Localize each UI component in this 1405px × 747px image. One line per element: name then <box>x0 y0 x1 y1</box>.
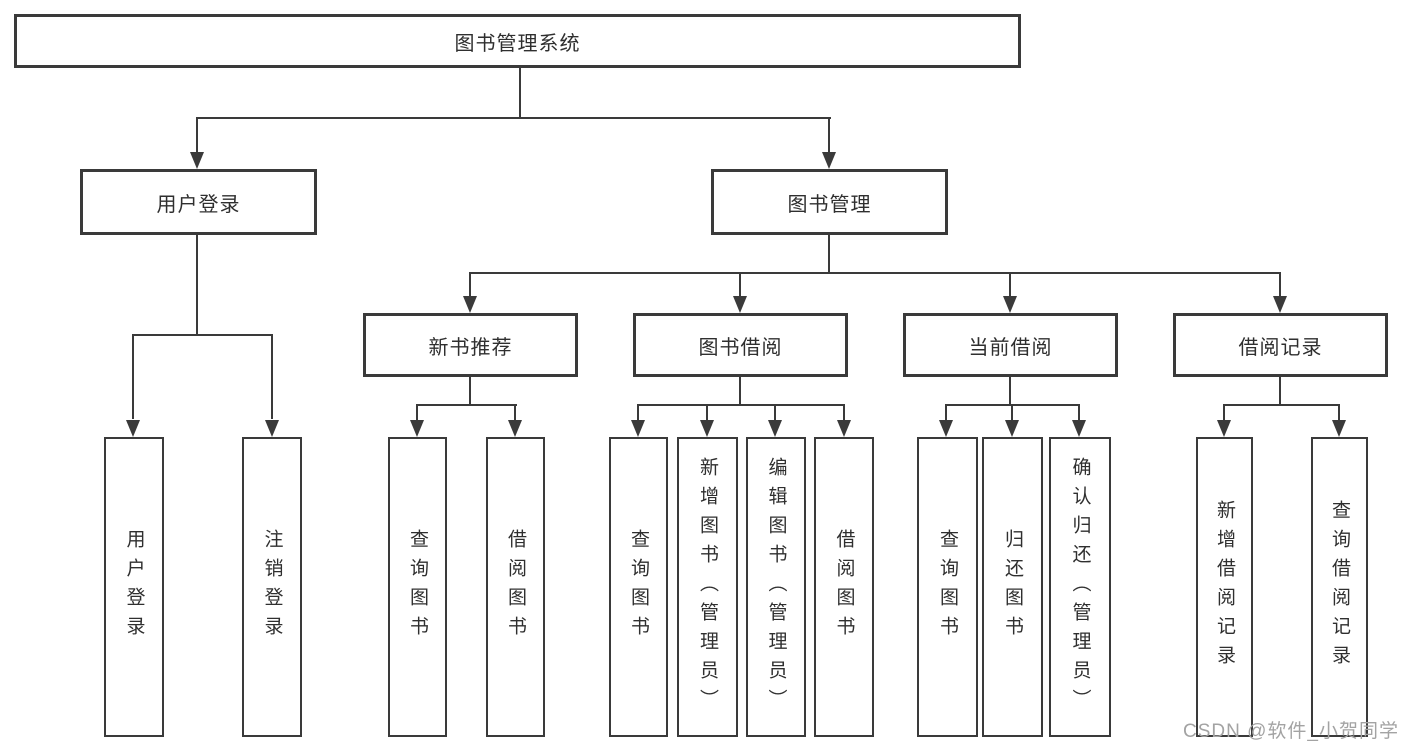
leaf-label: 确认归还（管理员） <box>1069 456 1091 718</box>
leaf-label: 查询图书 <box>628 529 649 645</box>
arrowhead-down-icon <box>939 420 953 437</box>
edge-records-drop-2 <box>1338 405 1340 421</box>
edge-bookmgmt-stem <box>828 235 830 273</box>
leaf-user-login: 用户登录 <box>104 437 164 737</box>
leaf-label: 注销登录 <box>261 529 283 645</box>
leaf-label: 借阅图书 <box>833 529 855 645</box>
leaf-confirm-return-admin: 确认归还（管理员） <box>1049 437 1111 737</box>
csdn-watermark: CSDN @软件_小贺同学 <box>1183 721 1399 742</box>
arrowhead-down-icon <box>1005 420 1019 437</box>
edge-userlogin-drop-1 <box>132 335 134 419</box>
node-label: 借阅记录 <box>1238 336 1323 359</box>
node-label: 新书推荐 <box>428 336 513 359</box>
edge-bookmgmt-drop-4 <box>1279 273 1281 297</box>
leaf-label: 编辑图书（管理员） <box>765 456 787 718</box>
node-label: 图书管理 <box>787 193 872 216</box>
node-current-borrowing: 当前借阅 <box>903 313 1118 377</box>
node-book-borrowing: 图书借阅 <box>633 313 848 377</box>
node-label: 图书管理系统 <box>454 32 581 55</box>
leaf-label: 归还图书 <box>1002 529 1023 645</box>
arrowhead-down-icon <box>768 420 782 437</box>
arrowhead-down-icon <box>463 296 477 313</box>
leaf-add-books-admin: 新增图书（管理员） <box>677 437 738 737</box>
node-user-login: 用户登录 <box>80 169 317 235</box>
edge-newbooks-split <box>416 404 517 406</box>
leaf-query-books: 查询图书 <box>917 437 978 737</box>
leaf-query-borrow-record: 查询借阅记录 <box>1311 437 1368 737</box>
edge-current-drop-1 <box>945 405 947 421</box>
edge-newbooks-stem <box>469 377 471 405</box>
arrowhead-down-icon <box>631 420 645 437</box>
edge-root-split <box>196 117 831 119</box>
node-new-book-recommend: 新书推荐 <box>363 313 578 377</box>
arrowhead-down-icon <box>733 296 747 313</box>
arrowhead-down-icon <box>265 420 279 437</box>
edge-borrowing-drop-4 <box>843 405 845 421</box>
node-label: 用户登录 <box>156 193 241 216</box>
arrowhead-down-icon <box>1217 420 1231 437</box>
edge-bookmgmt-drop-2 <box>739 273 741 297</box>
edge-newbooks-drop-1 <box>416 405 418 421</box>
edge-current-drop-2 <box>1011 405 1013 421</box>
edge-newbooks-drop-2 <box>514 405 516 421</box>
edge-current-drop-3 <box>1078 405 1080 421</box>
leaf-edit-books-admin: 编辑图书（管理员） <box>746 437 806 737</box>
node-label: 图书借阅 <box>698 336 783 359</box>
edge-bookmgmt-drop-1 <box>469 273 471 297</box>
node-label: 当前借阅 <box>968 336 1053 359</box>
node-library-system: 图书管理系统 <box>14 14 1021 68</box>
edge-root-stem <box>519 68 521 118</box>
edge-bookmgmt-split <box>469 272 1281 274</box>
leaf-query-books: 查询图书 <box>388 437 447 737</box>
arrowhead-down-icon <box>837 420 851 437</box>
leaf-borrow-books: 借阅图书 <box>814 437 874 737</box>
edge-records-stem <box>1279 377 1281 405</box>
leaf-label: 查询图书 <box>407 529 428 645</box>
edge-borrowing-split <box>637 404 845 406</box>
arrowhead-down-icon <box>190 152 204 169</box>
edge-userlogin-drop-2 <box>271 335 273 419</box>
leaf-query-books: 查询图书 <box>609 437 668 737</box>
edge-userlogin-split <box>132 334 273 336</box>
edge-borrowing-drop-2 <box>706 405 708 421</box>
arrowhead-down-icon <box>1273 296 1287 313</box>
leaf-label: 用户登录 <box>123 529 145 645</box>
leaf-logout: 注销登录 <box>242 437 302 737</box>
leaf-add-borrow-record: 新增借阅记录 <box>1196 437 1253 737</box>
arrowhead-down-icon <box>410 420 424 437</box>
arrowhead-down-icon <box>700 420 714 437</box>
leaf-label: 查询图书 <box>937 529 958 645</box>
arrowhead-down-icon <box>126 420 140 437</box>
leaf-label: 新增图书（管理员） <box>697 456 718 718</box>
edge-borrowing-drop-3 <box>774 405 776 421</box>
edge-current-stem <box>1009 377 1011 405</box>
leaf-return-books: 归还图书 <box>982 437 1043 737</box>
edge-userlogin-stem <box>196 235 198 335</box>
arrowhead-down-icon <box>1072 420 1086 437</box>
edge-root-drop-right <box>828 118 830 153</box>
edge-records-split <box>1223 404 1340 406</box>
leaf-label: 查询借阅记录 <box>1329 500 1350 674</box>
arrowhead-down-icon <box>508 420 522 437</box>
leaf-label: 借阅图书 <box>505 529 526 645</box>
node-borrowing-records: 借阅记录 <box>1173 313 1388 377</box>
edge-root-drop-left <box>196 118 198 153</box>
edge-borrowing-stem <box>739 377 741 405</box>
edge-bookmgmt-drop-3 <box>1009 273 1011 297</box>
arrowhead-down-icon <box>822 152 836 169</box>
leaf-label: 新增借阅记录 <box>1214 500 1235 674</box>
edge-borrowing-drop-1 <box>637 405 639 421</box>
leaf-borrow-books: 借阅图书 <box>486 437 545 737</box>
arrowhead-down-icon <box>1003 296 1017 313</box>
arrowhead-down-icon <box>1332 420 1346 437</box>
node-book-management: 图书管理 <box>711 169 948 235</box>
edge-records-drop-1 <box>1223 405 1225 421</box>
